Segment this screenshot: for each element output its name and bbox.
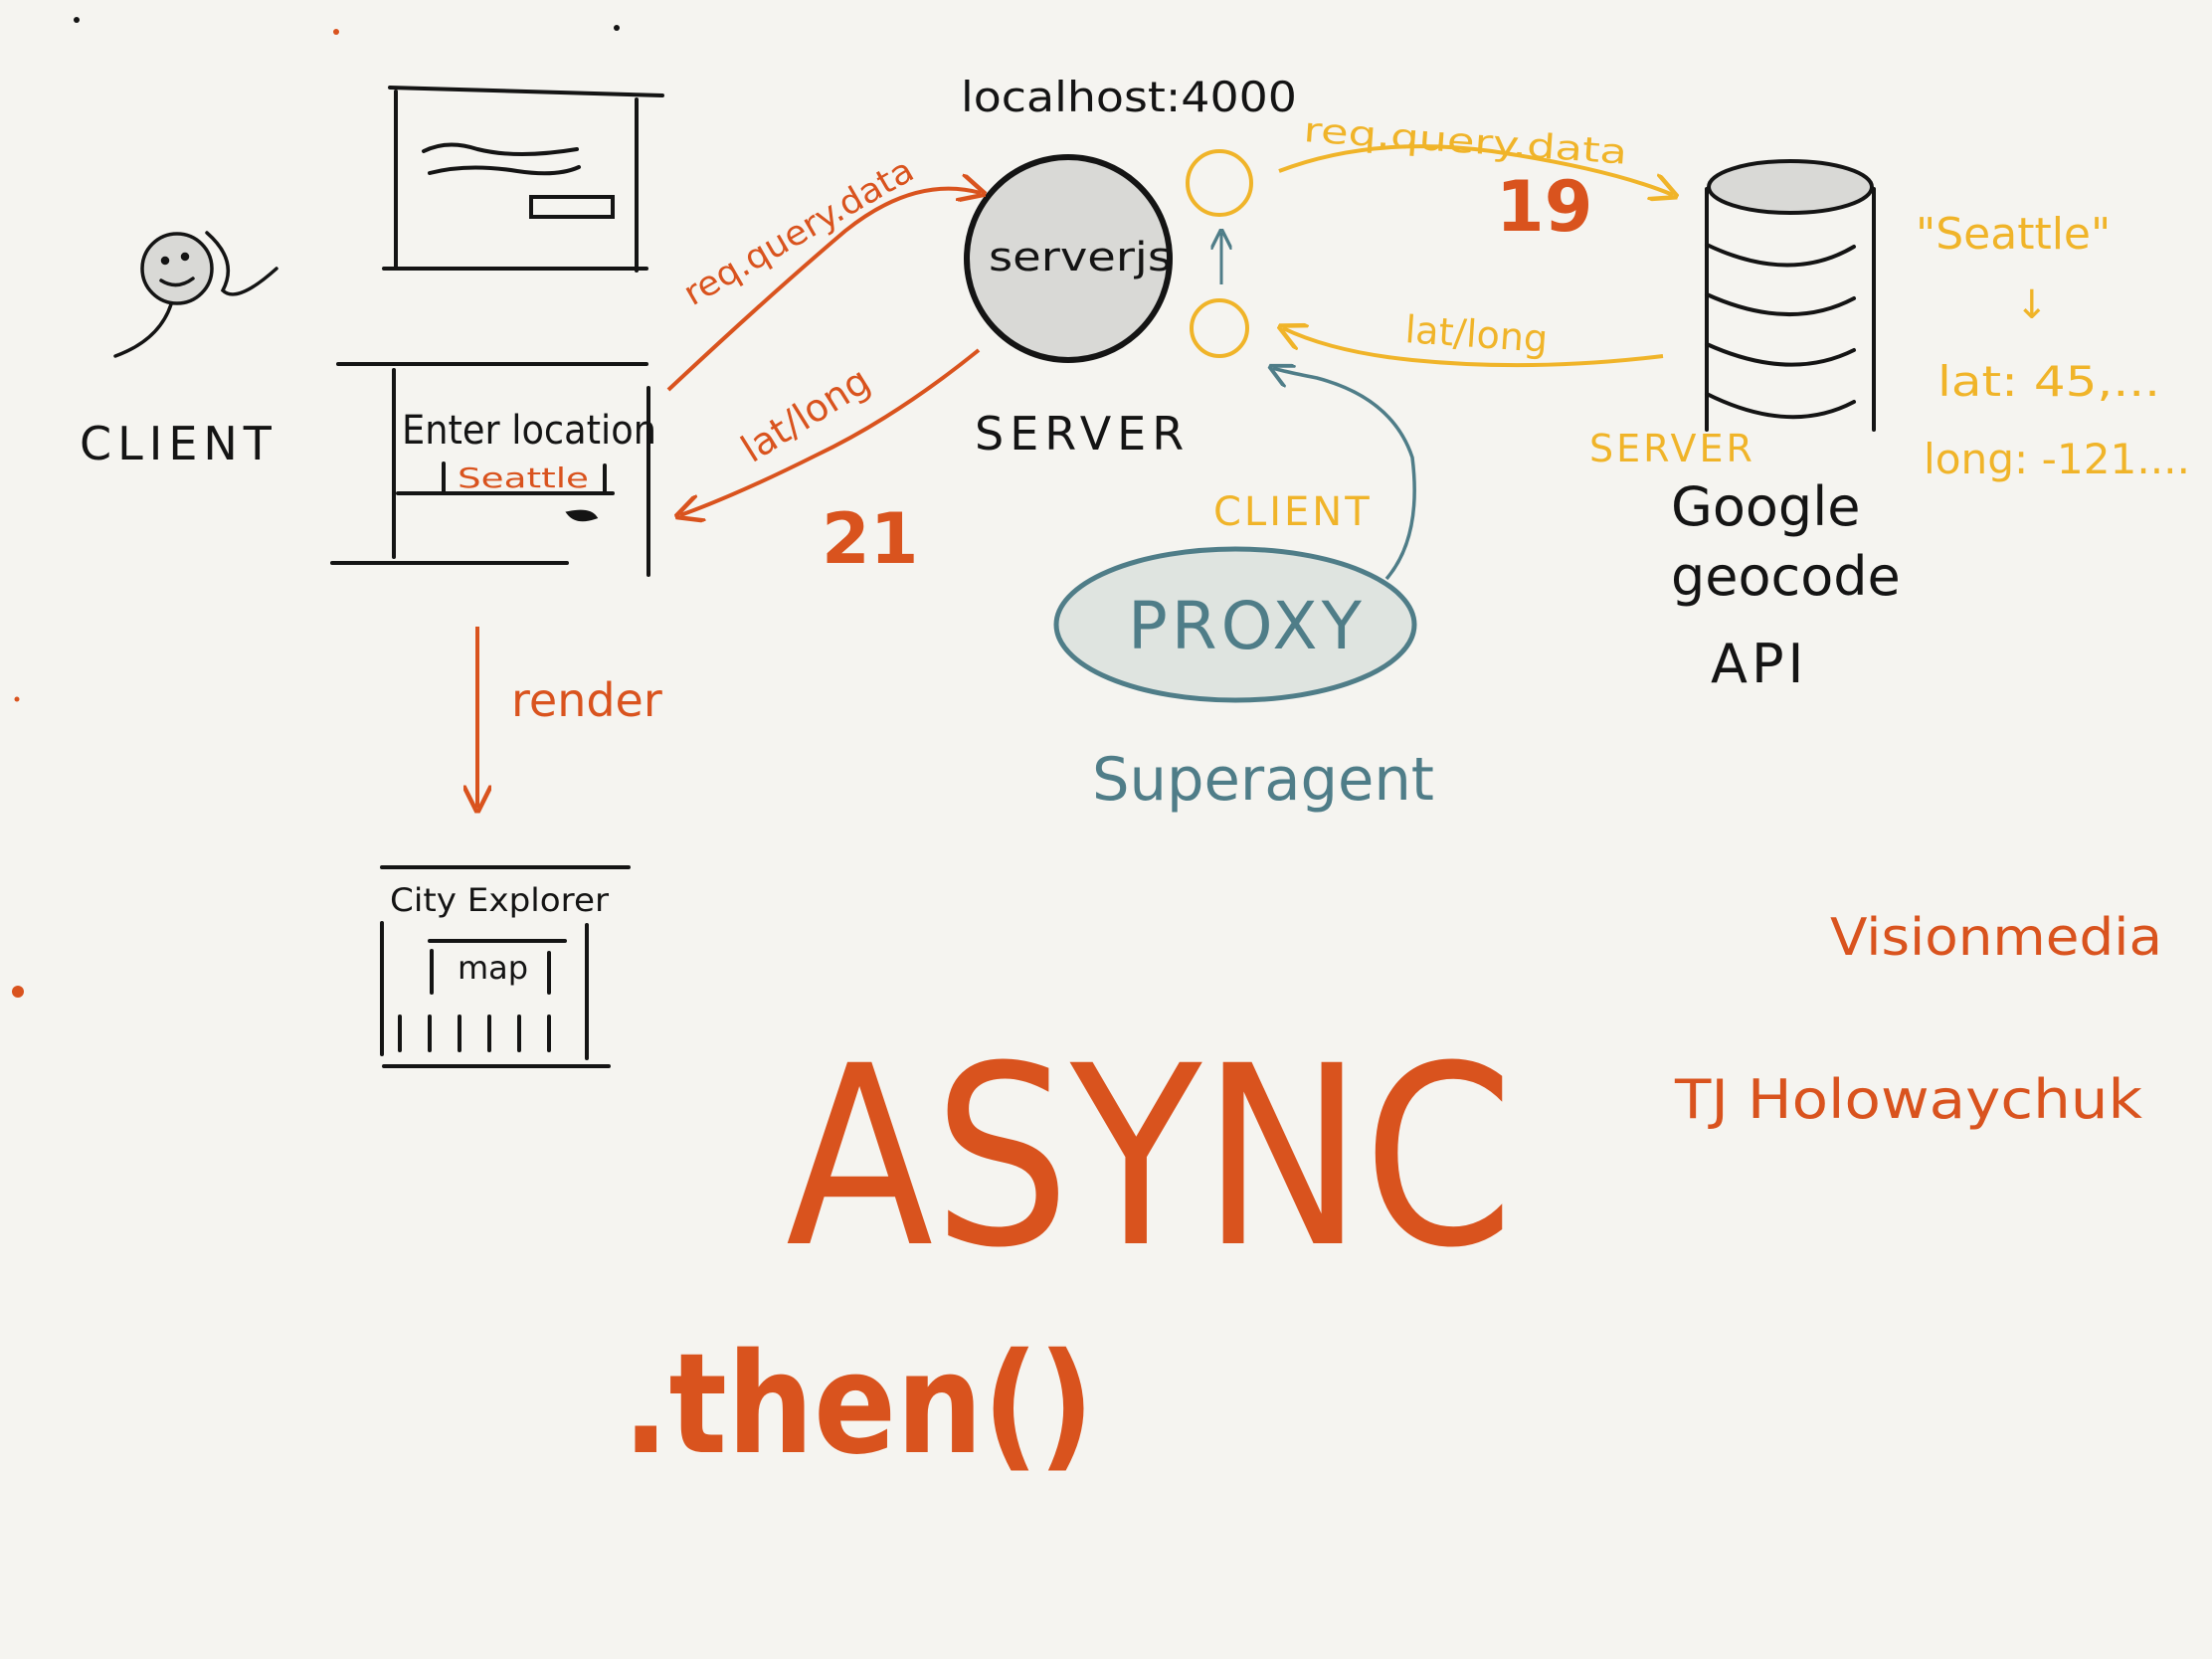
location-input[interactable]: Seattle xyxy=(458,461,589,494)
api-name-line2: geocode xyxy=(1671,545,1901,608)
server-port-out xyxy=(1186,149,1253,217)
browser-window-icon xyxy=(382,86,664,273)
server-host: localhost:4000 xyxy=(961,73,1297,121)
person-icon xyxy=(113,231,278,358)
location-form-window xyxy=(330,362,650,577)
credit-author: TJ Holowaychuk xyxy=(1674,1068,2143,1131)
stray-dots xyxy=(12,17,620,998)
api-server-label: SERVER xyxy=(1589,427,1755,470)
server-to-client-label: lat/long xyxy=(733,358,877,470)
server-port-in xyxy=(1190,298,1249,358)
proxy-node xyxy=(1053,546,1417,703)
async-headline: ASYNC xyxy=(786,1013,1514,1302)
database-icon xyxy=(1705,159,1876,432)
server-file: serverjs xyxy=(989,235,1172,280)
map-placeholder: map xyxy=(458,949,528,987)
proxy-label: PROXY xyxy=(1128,588,1366,664)
server-to-api-arrow xyxy=(1278,144,1673,195)
client-to-server-label: req.query.data xyxy=(677,150,921,314)
geocode-query: "Seattle" xyxy=(1916,209,2111,260)
client-to-server-arrow xyxy=(666,189,981,392)
api-to-server-arrow xyxy=(1283,328,1664,368)
city-explorer-title: City Explorer xyxy=(390,881,610,919)
geocode-long: long: -121.... xyxy=(1924,435,2190,483)
geocode-arrow: ↓ xyxy=(2015,282,2049,328)
server-to-client-number: 21 xyxy=(822,498,918,580)
proxy-client-label: CLIENT xyxy=(1213,489,1373,535)
server-to-client-arrow xyxy=(680,348,981,515)
render-label: render xyxy=(511,673,662,727)
server-to-api-number: 19 xyxy=(1496,166,1592,248)
server-label: SERVER xyxy=(975,407,1190,461)
server-circle-icon xyxy=(964,154,1173,363)
credit-org: Visionmedia xyxy=(1830,908,2162,968)
proxy-tool: Superagent xyxy=(1092,745,1434,815)
api-name-line3: API xyxy=(1711,633,1807,695)
api-to-server-label: lat/long xyxy=(1403,307,1549,361)
server-to-api-label: req.query.data xyxy=(1302,110,1628,173)
client-label: CLIENT xyxy=(80,417,277,470)
proxy-link-arrow xyxy=(1273,368,1416,581)
form-prompt: Enter location xyxy=(402,408,656,454)
then-headline: .then() xyxy=(623,1324,1094,1486)
api-name-line1: Google xyxy=(1671,475,1860,538)
city-explorer-window xyxy=(380,865,631,1068)
geocode-lat: lat: 45,... xyxy=(1937,357,2160,406)
